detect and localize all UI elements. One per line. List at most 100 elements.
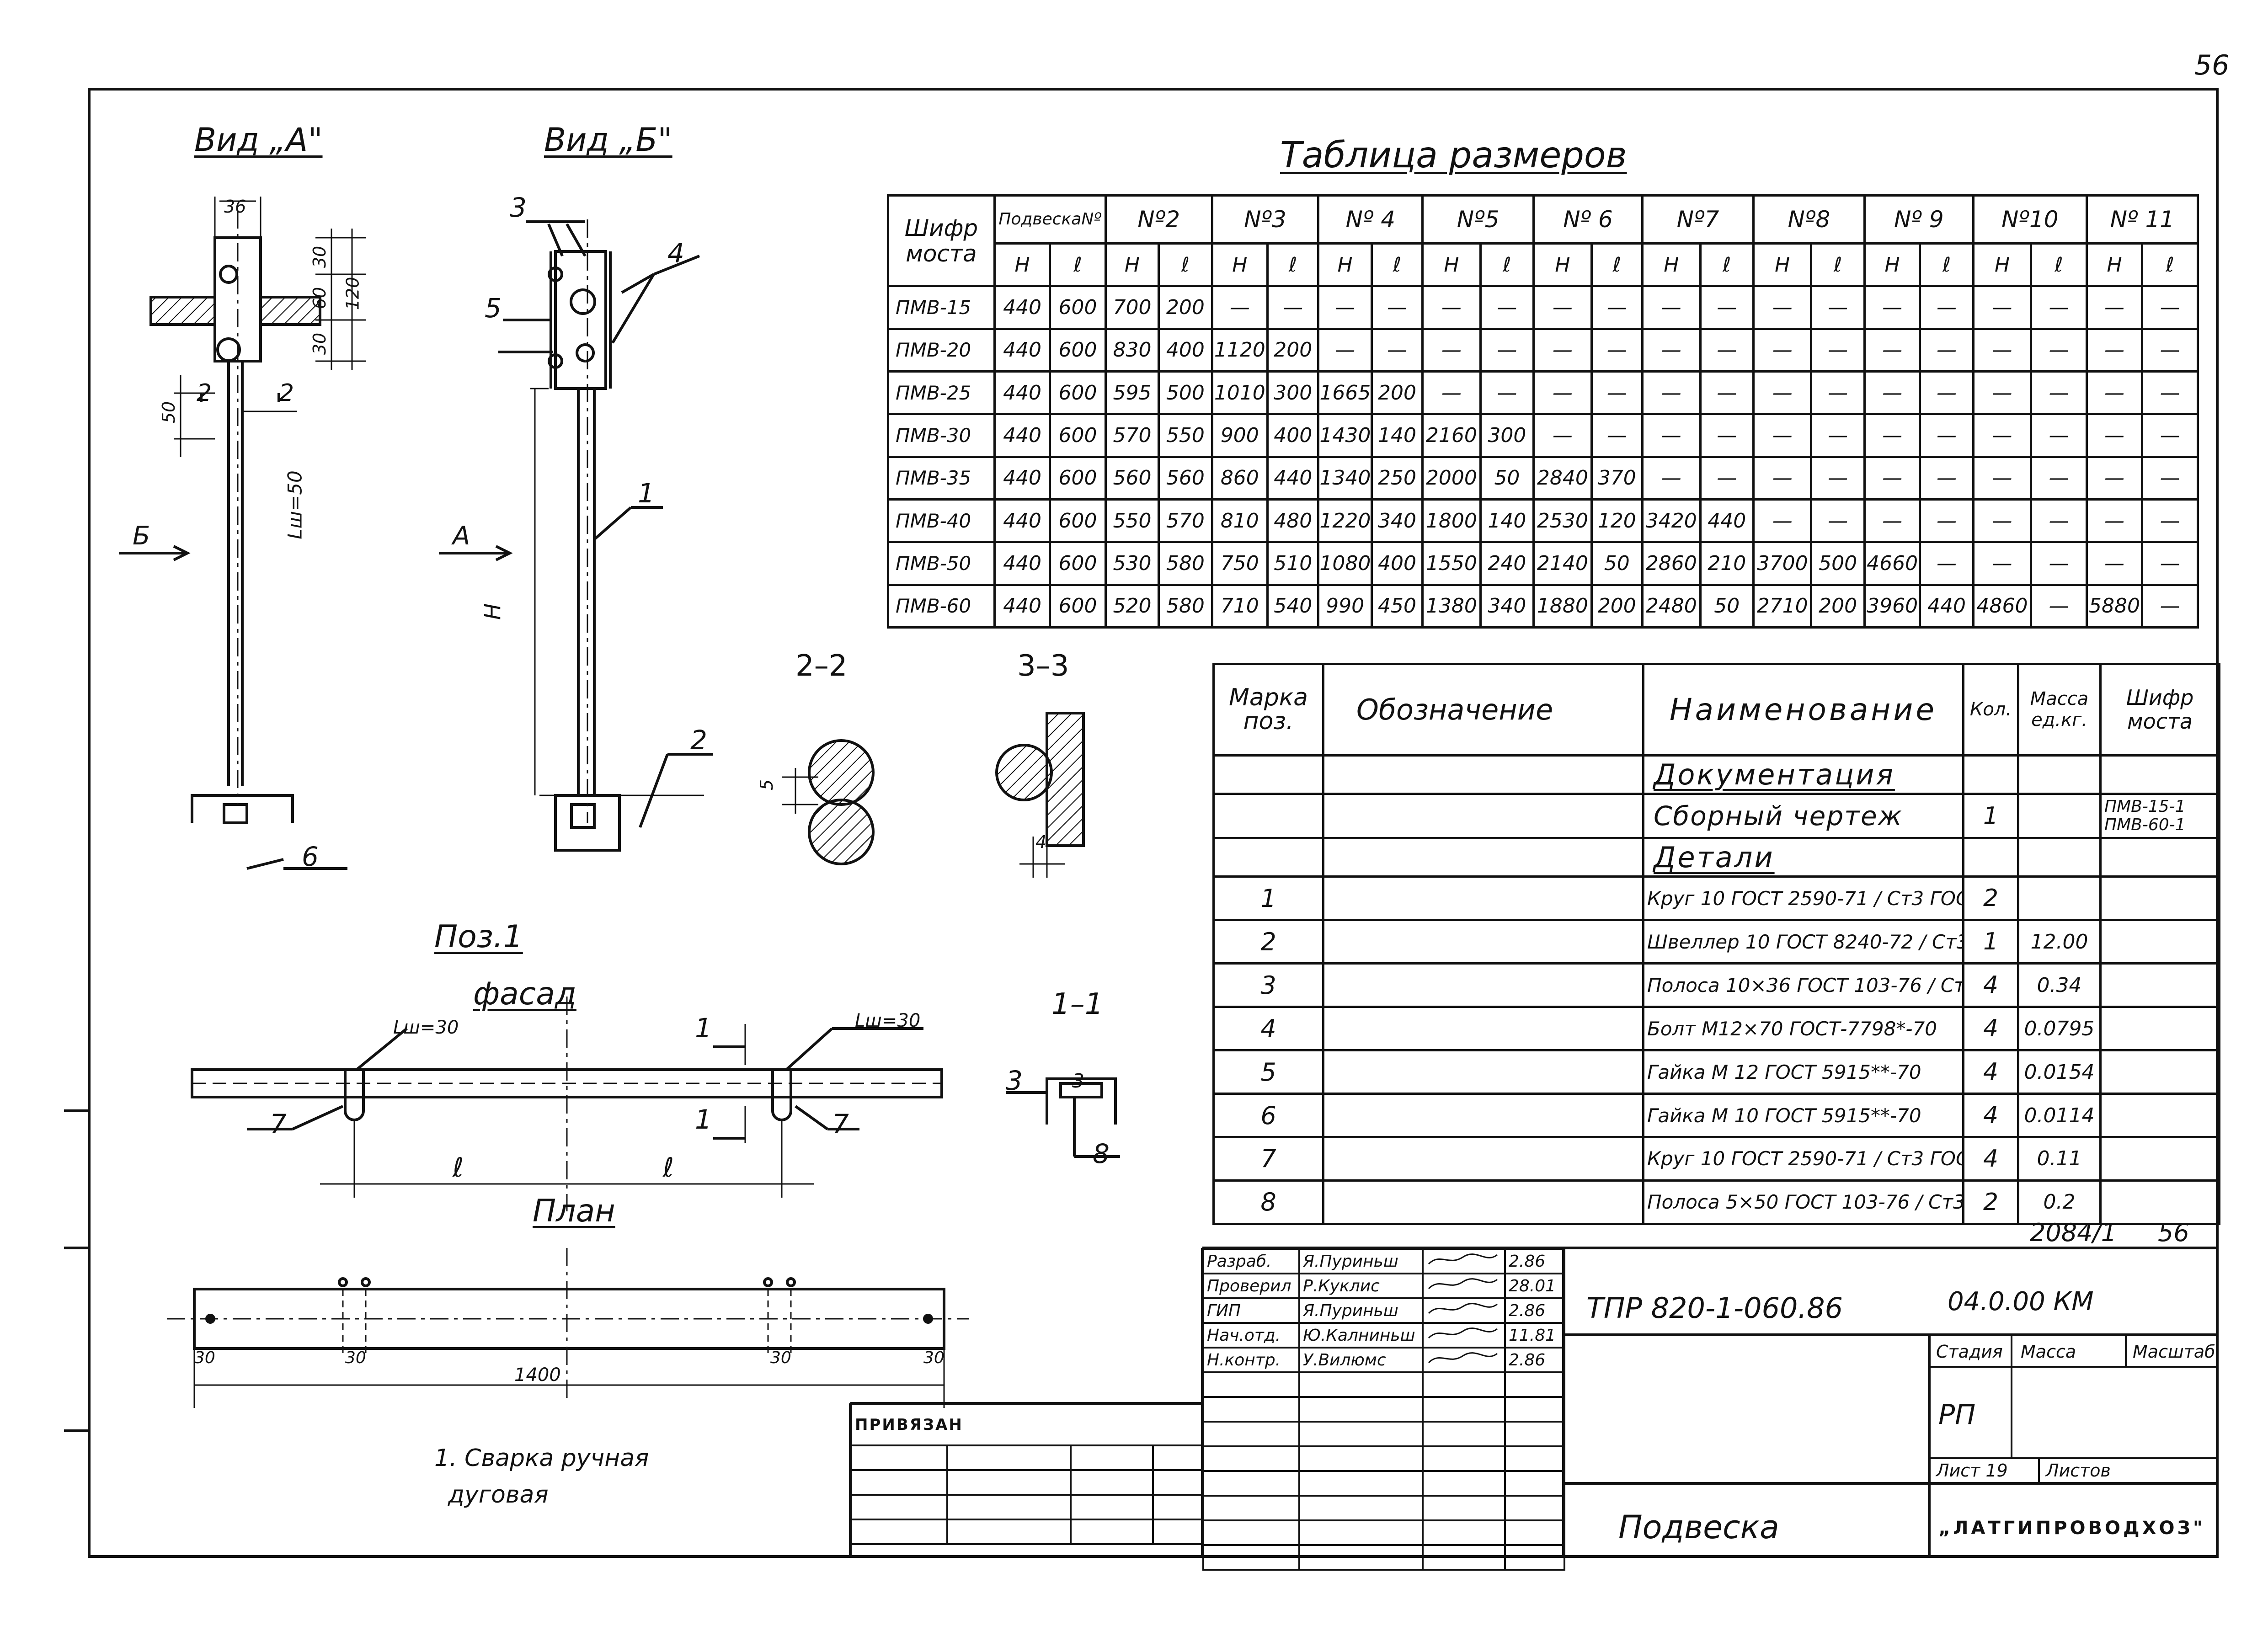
dim-cell: — [1972, 370, 2033, 416]
dim-row-code: ПМВ-60 [887, 583, 996, 629]
dim-cell: — [2030, 413, 2088, 458]
note-line-2: дуговая [448, 1481, 549, 1508]
plan-title: План [533, 1193, 615, 1229]
scale-label: Масштаб [2133, 1342, 2215, 1362]
dim-cell: 710 [1211, 583, 1269, 629]
spec-row-designation [1322, 1179, 1644, 1226]
dim-group-5: Nº5 [1421, 194, 1535, 245]
dim-group-4: Nº 4 [1317, 194, 1424, 245]
spec-row-name: Полоса 5×50 ГОСТ 103-76 / Ст3кп ГОСТ 642… [1642, 1179, 1964, 1226]
dim-cell: — [2085, 541, 2144, 586]
dim-sub-l: ℓ [1049, 242, 1107, 288]
dim-cell: 440 [993, 498, 1051, 544]
pos1-title: Поз.1 [434, 919, 523, 955]
dim-cell: — [1317, 327, 1373, 373]
dim-cell: — [1863, 285, 1921, 330]
dim-cell: — [1590, 370, 1644, 416]
dim-sub-h: H [1317, 242, 1373, 288]
dim-cell: 3700 [1752, 541, 1813, 586]
dim-cell: — [1479, 370, 1535, 416]
dim-sub-h: H [1421, 242, 1482, 288]
dim-cell: — [1752, 370, 1813, 416]
dim-cell: 440 [993, 327, 1051, 373]
dim-cell: — [1810, 498, 1866, 544]
dim-sub-h: H [1532, 242, 1593, 288]
dim-cell: 440 [993, 370, 1051, 416]
arrow-a-label: А [453, 521, 470, 551]
dim-cell: 250 [1370, 455, 1424, 501]
dim-sub-h: H [1863, 242, 1921, 288]
signature-date: 2.86 [1504, 1347, 1565, 1373]
dim-cell: — [1810, 285, 1866, 330]
dim-cell: 5880 [2085, 583, 2144, 629]
dim-sub-h: H [1211, 242, 1269, 288]
spec-row-code [2099, 919, 2220, 965]
signature-name: Я.Пуриньш [1298, 1297, 1424, 1324]
plan-dim-30b: 30 [345, 1349, 366, 1367]
dim-group-3: Nº3 [1211, 194, 1320, 245]
spec-row-designation [1322, 875, 1644, 922]
dim-cell: — [1810, 327, 1866, 373]
spec-row-mark: 5 [1212, 1049, 1324, 1095]
dim-cell: 580 [1158, 541, 1213, 586]
weld-lw30-right: Lш=30 [855, 1010, 921, 1031]
dim-cell: — [2030, 285, 2088, 330]
spec-row-name: Швеллер 10 ГОСТ 8240-72 / Ст3 ГОСТ 535-7… [1642, 919, 1964, 965]
spec-header-qty: Кол. [1962, 663, 2019, 757]
dim-sub-l: ℓ [1370, 242, 1424, 288]
dim-cell: 550 [1158, 413, 1213, 458]
dim-cell: — [1532, 370, 1593, 416]
callout-3: 3 [510, 192, 527, 223]
dim-cell: 440 [1266, 455, 1320, 501]
dim-cell: — [2030, 455, 2088, 501]
dim-cell: — [2085, 285, 2144, 330]
dim-cell: 600 [1049, 413, 1107, 458]
signature-date: 2.86 [1504, 1248, 1565, 1274]
spec-row-code [2099, 1049, 2220, 1095]
dim-cell: 570 [1158, 498, 1213, 544]
dim-cell: 210 [1699, 541, 1755, 586]
dim-sub-l: ℓ [1266, 242, 1320, 288]
spec-row-designation [1322, 962, 1644, 1008]
dim-cell: — [1752, 413, 1813, 458]
spec-row-mass: 0.0154 [2017, 1049, 2102, 1095]
dim-sub-l: ℓ [1699, 242, 1755, 288]
spec-row-name: Круг 10 ГОСТ 2590-71 / Ст3 ГОСТ 535-79 ℓ… [1642, 1135, 1964, 1182]
dim-row-code: ПМВ-40 [887, 498, 996, 544]
dim-cell: 200 [1370, 370, 1424, 416]
dim-cell: — [1590, 413, 1644, 458]
dim-sub-l: ℓ [1158, 242, 1213, 288]
dim-cell: 1550 [1421, 541, 1482, 586]
dim-cell: — [2141, 498, 2199, 544]
dim-cell: — [1810, 413, 1866, 458]
spec-row-name: Гайка М 12 ГОСТ 5915**-70 [1642, 1049, 1964, 1095]
dim-cell: — [1532, 285, 1593, 330]
spec-row-name: Гайка М 10 ГОСТ 5915**-70 [1642, 1093, 1964, 1138]
dim-cell: — [2030, 583, 2088, 629]
spec-row-qty: 2 [1962, 875, 2019, 922]
dim-cell: — [1211, 285, 1269, 330]
dim-cell: 140 [1479, 498, 1535, 544]
sheet-num: 56 [2158, 1218, 2189, 1247]
dim-cell: — [2030, 498, 2088, 544]
dim-cell: — [1919, 327, 1974, 373]
dim-cell: — [2030, 370, 2088, 416]
signature-role: Проверил [1202, 1273, 1300, 1299]
dim-header-code: Шифр моста [887, 194, 996, 288]
dim-cell: — [1810, 370, 1866, 416]
dim-cell: 50 [1590, 541, 1644, 586]
dim-cell: — [1863, 498, 1921, 544]
dim-sub-l: ℓ [1919, 242, 1974, 288]
dim-cell: 200 [1266, 327, 1320, 373]
callout-7-left: 7 [270, 1109, 287, 1140]
dim-sub-h: H [1104, 242, 1160, 288]
section-3-3-title: 3–3 [1017, 649, 1069, 683]
